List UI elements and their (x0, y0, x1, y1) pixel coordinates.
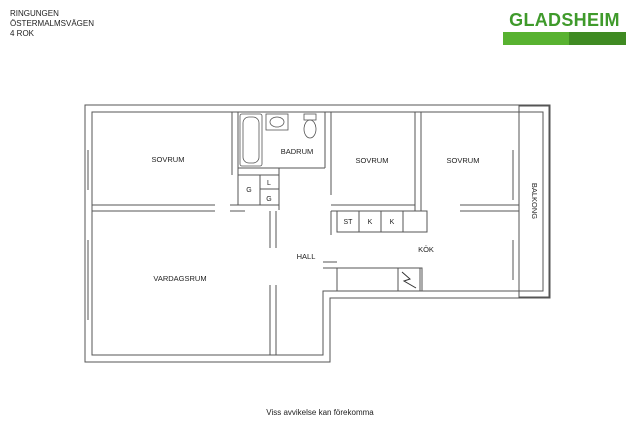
brand-logo: GLADSHEIM (503, 10, 626, 45)
footer-note: Viss avvikelse kan förekomma (266, 408, 374, 417)
fixture-k2: K (390, 219, 395, 226)
fixture-l: L (267, 180, 271, 187)
header-line-3: 4 ROK (10, 29, 35, 38)
outer-wall (84, 104, 551, 363)
header-line-2: ÖSTERMALMSVÄGEN (10, 19, 95, 28)
fixture-g2: G (266, 196, 271, 203)
brand-bar-dark (569, 32, 626, 45)
room-hall: HALL (297, 252, 316, 261)
toilet (303, 113, 317, 139)
room-vardagsrum: VARDAGSRUM (153, 274, 206, 283)
stove-symbol (401, 271, 417, 289)
fixture-k1: K (368, 219, 373, 226)
room-sovrum-1: SOVRUM (152, 155, 185, 164)
room-badrum: BADRUM (281, 147, 314, 156)
sink (265, 113, 289, 131)
header-line-1: RINGUNGEN (10, 9, 59, 18)
room-kok: KÖK (418, 245, 434, 254)
fixture-g1: G (246, 187, 251, 194)
brand-bar (503, 32, 626, 45)
stove (397, 267, 421, 292)
room-sovrum-3: SOVRUM (447, 156, 480, 165)
fixture-st: ST (344, 219, 354, 226)
bathtub (239, 113, 263, 167)
room-sovrum-2: SOVRUM (356, 156, 389, 165)
cabinet-k2 (380, 210, 404, 233)
room-balkong: BALKONG (530, 183, 539, 219)
kitchen-counter-lower (336, 267, 423, 292)
brand-bar-light (503, 32, 569, 45)
outer-wall-inner (91, 111, 544, 356)
brand-name: GLADSHEIM (509, 10, 620, 30)
header-text: RINGUNGEN ÖSTERMALMSVÄGEN 4 ROK (10, 9, 94, 39)
